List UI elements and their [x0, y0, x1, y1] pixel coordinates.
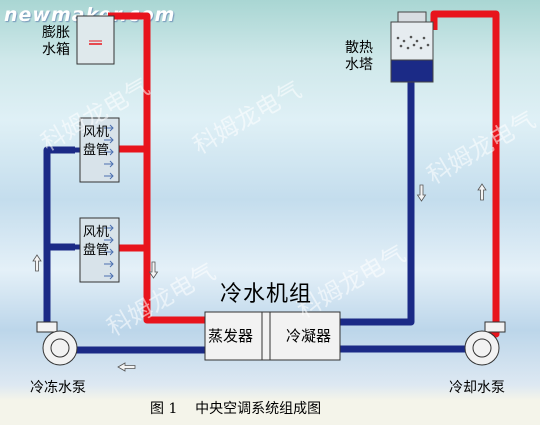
expansion-tank-label: 膨胀 水箱	[42, 25, 70, 58]
cooling-tower-label: 散热 水塔	[345, 40, 373, 73]
expansion-tank-box	[76, 15, 115, 65]
airflow-arrow-icon	[104, 148, 114, 156]
chiller-unit-frame	[204, 311, 341, 361]
chilled-water-pump-label: 冷冻水泵	[30, 380, 86, 396]
cooling-water-pump-label: 冷却水泵	[449, 380, 505, 396]
fan-coil-label-1: 风机 盘管	[83, 125, 110, 158]
airflow-arrow-icon	[104, 160, 114, 168]
arrow-down-icon	[416, 184, 427, 202]
arrow-up-icon	[32, 254, 42, 272]
arrow-left-icon	[117, 362, 136, 372]
fan-coil-label-2: 风机 盘管	[83, 225, 110, 258]
chiller-title: 冷水机组	[220, 282, 313, 307]
chilled-water-pump-icon	[36, 321, 78, 366]
cooling-tower	[390, 11, 434, 83]
airflow-arrow-icon	[104, 172, 114, 180]
arrow-down-icon	[148, 261, 159, 279]
cooling-water-pump-icon	[464, 321, 506, 366]
airflow-arrow-icon	[104, 224, 114, 232]
condenser-label: 冷凝器	[286, 327, 332, 345]
arrow-up-icon	[477, 183, 487, 201]
airflow-arrow-icon	[104, 260, 114, 268]
airflow-arrow-icon	[104, 136, 114, 144]
airflow-arrow-icon	[104, 236, 114, 244]
airflow-arrow-icon	[104, 272, 114, 280]
pipe-tower-return	[340, 80, 415, 326]
pipe-chilled-return	[43, 146, 75, 322]
pipe-expansion-top	[108, 12, 205, 324]
airflow-arrow-icon	[104, 124, 114, 132]
figure-caption: 图 1 中央空调系统组成图	[150, 401, 322, 417]
evaporator-label: 蒸发器	[208, 327, 254, 345]
site-logo: newmaker.com	[4, 4, 176, 26]
airflow-arrow-icon	[104, 248, 114, 256]
